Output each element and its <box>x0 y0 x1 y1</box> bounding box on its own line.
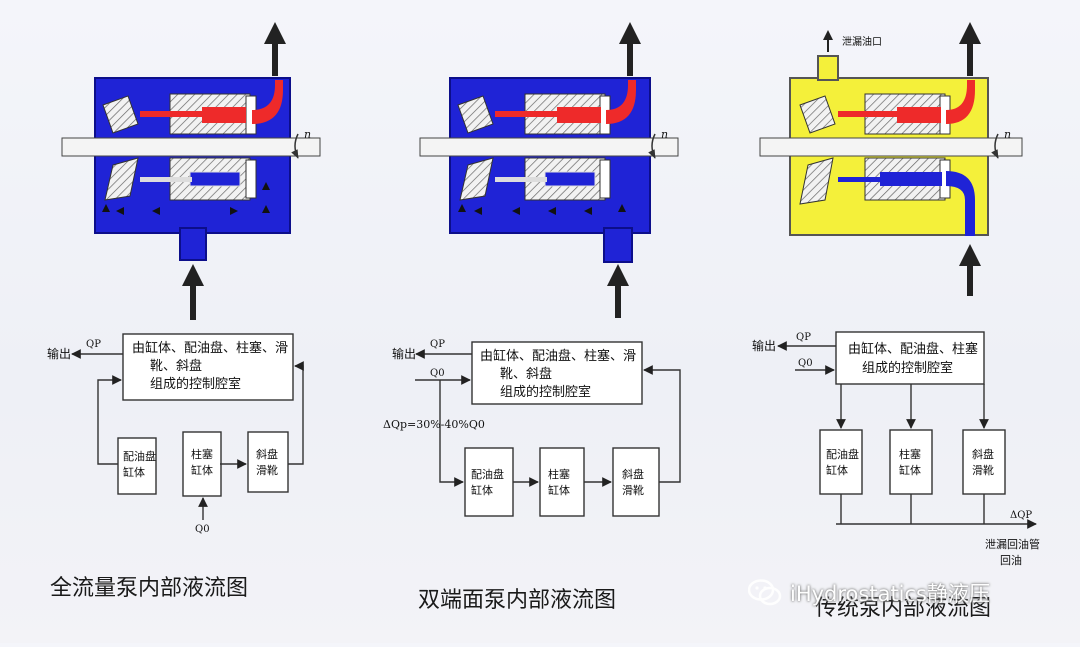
speed-symbol: n <box>304 128 311 141</box>
svg-text:组成的控制腔室: 组成的控制腔室 <box>862 360 953 376</box>
delta-qp-label: ΔQp=30%-40%Q0 <box>383 418 485 431</box>
svg-text:靴、斜盘: 靴、斜盘 <box>500 366 552 382</box>
pump-traditional: 泄漏油口 n <box>759 22 1023 296</box>
return-oil-label: 回油 <box>1000 553 1022 567</box>
svg-text:缸体: 缸体 <box>826 463 848 477</box>
output-label: 输出 <box>47 346 71 361</box>
svg-text:柱塞: 柱塞 <box>548 467 570 481</box>
pump-full-flow: n <box>61 22 321 320</box>
watermark-text: iHydrostatics静液压 <box>790 582 991 606</box>
flow-chart-1-text: 由缸体、配油盘、柱塞、滑 靴、斜盘 组成的控制腔室 输出 QP 配油盘 缸体 柱… <box>47 339 288 535</box>
svg-text:组成的控制腔室: 组成的控制腔室 <box>150 376 241 392</box>
caption-double-end: 双端面泵内部液流图 <box>418 588 617 613</box>
svg-text:Q0: Q0 <box>798 358 813 369</box>
svg-text:缸体: 缸体 <box>191 463 213 477</box>
svg-text:配油盘: 配油盘 <box>123 449 156 463</box>
delta-qp-label: ΔQP <box>1010 510 1032 521</box>
svg-text:斜盘: 斜盘 <box>622 467 644 481</box>
svg-text:靴、斜盘: 靴、斜盘 <box>150 358 202 374</box>
wechat-icon <box>748 579 782 606</box>
svg-text:配油盘: 配油盘 <box>471 467 504 481</box>
pump-double-end: n <box>419 22 679 318</box>
speed-symbol: n <box>661 128 668 141</box>
svg-text:由缸体、配油盘、柱塞、滑: 由缸体、配油盘、柱塞、滑 <box>480 348 636 364</box>
svg-text:Q0: Q0 <box>430 368 445 379</box>
svg-text:组成的控制腔室: 组成的控制腔室 <box>500 384 591 400</box>
svg-text:滑靴: 滑靴 <box>972 463 994 477</box>
return-line-label: 泄漏回油管 <box>985 537 1040 551</box>
watermark: iHydrostatics静液压 <box>748 578 990 608</box>
flow-chart-full-flow <box>71 333 304 520</box>
svg-text:缸体: 缸体 <box>471 483 493 497</box>
output-label: 输出 <box>752 338 776 353</box>
flow-chart-3-text: 由缸体、配油盘、柱塞 组成的控制腔室 输出 QP Q0 配油盘 缸体 柱塞 缸体… <box>752 332 1040 567</box>
svg-text:由缸体、配油盘、柱塞: 由缸体、配油盘、柱塞 <box>848 341 978 357</box>
svg-text:斜盘: 斜盘 <box>256 447 278 461</box>
svg-text:滑靴: 滑靴 <box>622 483 644 497</box>
svg-text:斜盘: 斜盘 <box>972 447 994 461</box>
svg-text:缸体: 缸体 <box>548 483 570 497</box>
caption-full-flow: 全流量泵内部液流图 <box>50 576 249 601</box>
caption-traditional: 传统泵内部液流图 <box>815 596 992 621</box>
flow-chart-2-text: 由缸体、配油盘、柱塞、滑 靴、斜盘 组成的控制腔室 输出 QP Q0 ΔQp=3… <box>383 339 644 497</box>
output-label: 输出 <box>392 346 416 361</box>
flow-chart-traditional <box>777 331 1037 529</box>
speed-symbol: n <box>1004 128 1011 141</box>
svg-text:缸体: 缸体 <box>123 465 145 479</box>
svg-text:滑靴: 滑靴 <box>256 463 278 477</box>
svg-text:缸体: 缸体 <box>899 463 921 477</box>
svg-text:Q0: Q0 <box>195 524 210 535</box>
svg-text:配油盘: 配油盘 <box>826 447 859 461</box>
svg-text:柱塞: 柱塞 <box>191 447 213 461</box>
flow-chart-double-end <box>415 341 681 517</box>
drain-port-label: 泄漏油口 <box>842 35 882 48</box>
svg-text:QP: QP <box>430 339 445 350</box>
svg-text:由缸体、配油盘、柱塞、滑: 由缸体、配油盘、柱塞、滑 <box>132 340 288 356</box>
svg-text:QP: QP <box>86 339 101 350</box>
svg-text:柱塞: 柱塞 <box>899 447 921 461</box>
svg-text:QP: QP <box>796 332 811 343</box>
